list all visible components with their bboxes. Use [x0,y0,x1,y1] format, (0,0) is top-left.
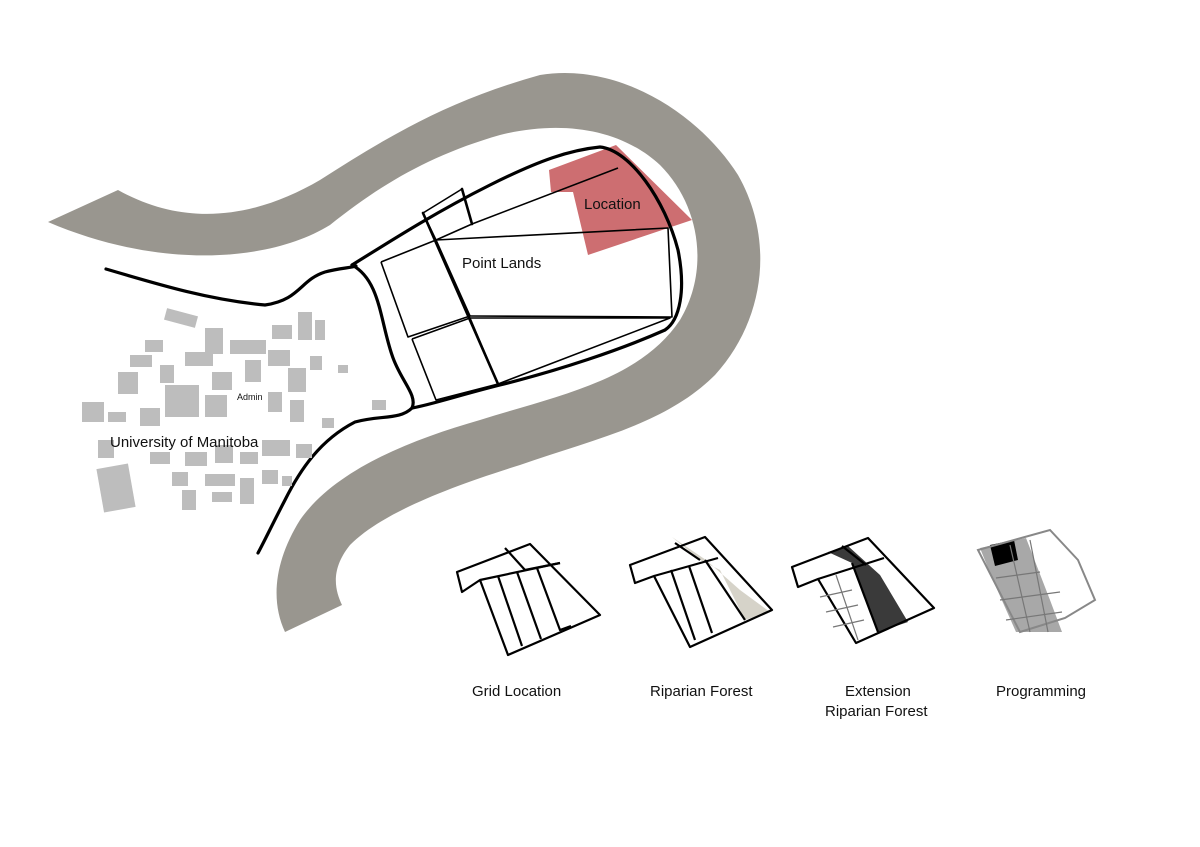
road-north [104,264,358,307]
parcel-divider-top [460,187,474,226]
thumbnail-extension-riparian-forest [790,536,936,645]
parcel-row-2-right [470,317,671,385]
university-label: University of Manitoba [110,434,259,451]
location-highlight [549,145,692,255]
university-buildings [82,308,386,513]
parcel-row-2 [411,317,499,401]
thumbnail-programming [976,528,1097,634]
thumbnail-grid-location [455,542,602,657]
thumbnail-label-extension-line-1: Extension [845,683,911,700]
thumbnail-label-grid-location: Grid Location [472,683,561,700]
parcel-row-1-right [435,227,673,318]
thumbnail-label-programming: Programming [996,683,1086,700]
parcel-divider [421,211,500,386]
point-lands-boundary [350,145,684,410]
thumbnail-label-riparian-forest: Riparian Forest [650,683,753,700]
thumbnail-riparian-forest [628,535,774,649]
river [48,73,761,632]
thumbnail-label-extension-line-2: Riparian Forest [825,703,928,720]
parcel-top-strip [471,167,619,225]
point-lands-parcels [350,145,684,410]
location-label: Location [584,196,641,213]
point-lands-label: Point Lands [462,255,541,272]
admin-label: Admin [237,392,263,402]
road-neck [256,263,415,555]
